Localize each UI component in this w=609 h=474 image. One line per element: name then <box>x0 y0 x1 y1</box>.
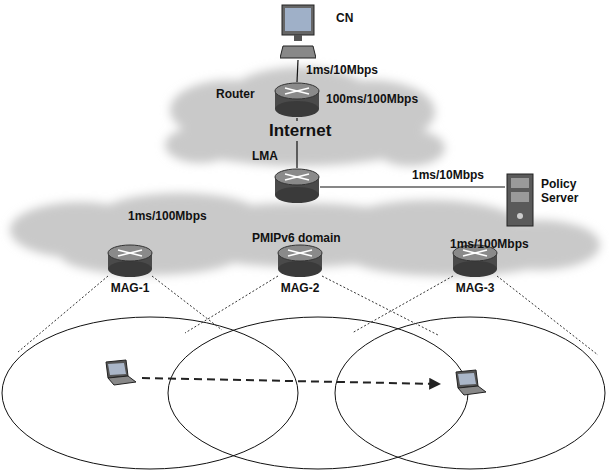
node-label: Policy Server <box>541 178 603 206</box>
network-link <box>320 186 505 187</box>
laptop-icon <box>106 360 136 385</box>
node-label: MAG-3 <box>456 282 495 296</box>
link-label: 1ms/10Mbps <box>306 64 378 78</box>
network-node: CN <box>280 4 316 60</box>
network-node: Policy Server <box>505 172 535 228</box>
domain-label: PMIPv6 domain <box>252 232 341 246</box>
coverage-leaders <box>18 276 598 355</box>
link-label: 1ms/100Mbps <box>450 238 529 252</box>
movement-arrow <box>142 378 440 384</box>
server-icon <box>505 172 535 228</box>
node-label: MAG-1 <box>111 282 150 296</box>
coverage-cells <box>2 317 605 469</box>
network-node: LMA <box>274 168 320 204</box>
link-label: 1ms/100Mbps <box>128 210 207 224</box>
router-icon <box>274 168 320 204</box>
cloud-label: Internet <box>266 121 334 141</box>
link-label: 1ms/10Mbps <box>412 169 484 183</box>
network-node: MAG-1 <box>107 244 153 278</box>
network-node: Router <box>274 82 320 118</box>
laptop-icon <box>456 370 486 395</box>
router-icon <box>274 82 320 118</box>
internet-cloud <box>165 67 445 166</box>
router-icon <box>277 244 323 278</box>
network-node: MAG-2 <box>277 244 323 278</box>
network-link <box>297 60 298 82</box>
node-label: Router <box>216 88 255 102</box>
node-label: LMA <box>252 150 278 164</box>
router-icon <box>107 244 153 278</box>
pc-icon <box>280 4 316 60</box>
link-label: 100ms/100Mbps <box>326 93 418 107</box>
node-label: CN <box>336 12 353 26</box>
node-label: MAG-2 <box>281 282 320 296</box>
